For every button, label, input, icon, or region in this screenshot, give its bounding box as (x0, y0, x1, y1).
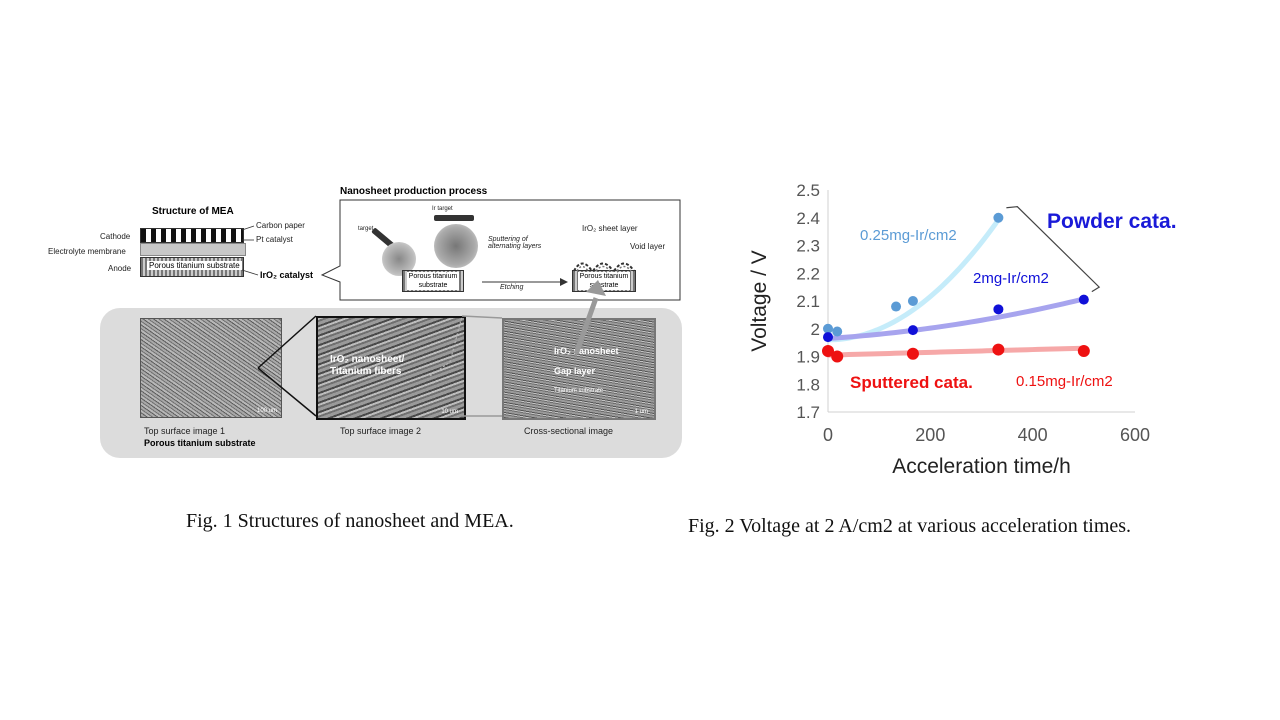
substrate-before-text: Porous titanium substrate (407, 272, 459, 290)
image3-caption: Cross-sectional image (524, 426, 614, 436)
iro2-catalyst-label: IrO₂ catalyst (260, 270, 314, 280)
substrate-after: Porous titanium substrate (572, 270, 636, 292)
target-label: target (358, 226, 374, 232)
data-point-0-15mg-ir-cm2 (992, 343, 1005, 356)
image2-overlay: IrO₂ nanosheet/ Titanium fibers (330, 354, 405, 377)
data-point-0-25mg-ir-cm2 (891, 301, 902, 312)
sheet-layer-label: IrO₂ sheet layer (582, 224, 638, 233)
x-tick-label: 400 (1018, 425, 1048, 445)
image3-overlay-nanosheet: IrO₂ nanosheet (554, 346, 619, 356)
cathode-label: Cathode (100, 232, 131, 241)
trend-line-2mg (825, 296, 1087, 341)
y-tick-label: 2.3 (796, 237, 820, 256)
y-tick-label: 1.9 (796, 348, 820, 367)
carbon-paper-label: Carbon paper (256, 221, 305, 230)
x-tick-label: 0 (823, 425, 833, 445)
cathode-layer (140, 228, 244, 243)
powder-bracket (1006, 206, 1101, 293)
x-axis-title: Acceleration time/h (892, 455, 1071, 478)
x-tick-label: 600 (1120, 425, 1150, 445)
target-plate-ir (434, 215, 474, 221)
electrolyte-layer (140, 243, 246, 256)
scale-bar-2: 10 um (441, 409, 458, 415)
y-tick-label: 2.4 (796, 209, 820, 228)
anode-layer: Porous titanium substrate (140, 257, 244, 277)
series-label-2mg: 2mg-Ir/cm2 (973, 270, 1049, 287)
trend-line-0-15mg (825, 345, 1087, 358)
data-point-0-25mg-ir-cm2 (993, 212, 1004, 223)
data-point-0-15mg-ir-cm2 (906, 347, 919, 360)
y-tick-label: 2.5 (796, 181, 820, 200)
data-point-0-15mg-ir-cm2 (1077, 344, 1090, 357)
data-point-2mg-ir-cm2 (1078, 294, 1089, 305)
image3-overlay-substrate: Titanium substrate (554, 388, 604, 394)
data-point-0-25mg-ir-cm2 (907, 296, 918, 306)
image1-subcaption: Porous titanium substrate (144, 438, 256, 448)
substrate-before: Porous titanium substrate (402, 270, 464, 292)
image3-overlay-gap: Gap layer (554, 366, 596, 376)
image2-caption: Top surface image 2 (340, 426, 422, 436)
etching-arrow (482, 278, 568, 286)
y-axis-title: Voltage / V (748, 250, 771, 352)
anode-substrate-text: Porous titanium substrate (147, 261, 242, 270)
series-label-0-25mg: 0.25mg-Ir/cm2 (860, 227, 957, 244)
annotation-sputtered: Sputtered cata. (850, 373, 973, 392)
data-point-2mg-ir-cm2 (907, 325, 918, 336)
scale-bar-3: 1 um (634, 409, 648, 415)
y-tick-label: 2.1 (796, 292, 820, 311)
ir-target-label: Ir target (432, 206, 453, 212)
series-label-0-15mg: 0.15mg-Ir/cm2 (1016, 373, 1113, 390)
zoom-connectors (257, 280, 606, 417)
data-point-0-25mg-ir-cm2 (823, 323, 833, 334)
figure-1: Structure of MEA Cathode Electrolyte mem… (40, 180, 700, 532)
figure1-caption: Fig. 1 Structures of nanosheet and MEA. (186, 510, 514, 532)
mea-title: Structure of MEA (152, 206, 234, 217)
annotation-powder: Powder cata. (1047, 210, 1177, 233)
substrate-after-text: Porous titanium substrate (578, 272, 630, 290)
process-title: Nanosheet production process (340, 186, 488, 197)
scale-bar-1: 100 um (256, 408, 277, 414)
etching-label: Etching (500, 284, 524, 291)
pt-catalyst-label: Pt catalyst (256, 235, 293, 244)
nanosheet-domes (573, 262, 635, 272)
data-point-0-15mg-ir-cm2 (831, 350, 844, 363)
y-tick-label: 1.8 (796, 375, 820, 394)
y-tick-label: 2 (811, 320, 820, 339)
sputtering-label: Sputtering of alternating layers (488, 236, 542, 250)
x-tick-label: 200 (915, 425, 945, 445)
data-point-2mg-ir-cm2 (993, 304, 1004, 315)
anode-label: Anode (108, 264, 132, 273)
electrolyte-label: Electrolyte membrane (48, 247, 126, 256)
figure2-caption: Fig. 2 Voltage at 2 A/cm2 at various acc… (688, 515, 1132, 537)
data-point-0-25mg-ir-cm2 (832, 326, 843, 337)
y-tick-label: 1.7 (796, 403, 820, 422)
voltage-chart: 1.7 1.8 1.9 2 2.1 2.2 2.3 2.4 2.5 0 200 400 600Accel… (748, 181, 1177, 478)
sputter-plume-right (434, 224, 478, 268)
y-tick-label: 2.2 (796, 264, 820, 283)
void-layer-label: Void layer (630, 242, 666, 251)
sem-image-cross-section: IrO₂ nanosheet Gap layer Titanium substr… (502, 318, 656, 420)
data-point-2mg-ir-cm2 (823, 332, 833, 343)
image1-caption: Top surface image 1 (144, 426, 226, 436)
data-point-0-15mg-ir-cm2 (822, 344, 834, 357)
